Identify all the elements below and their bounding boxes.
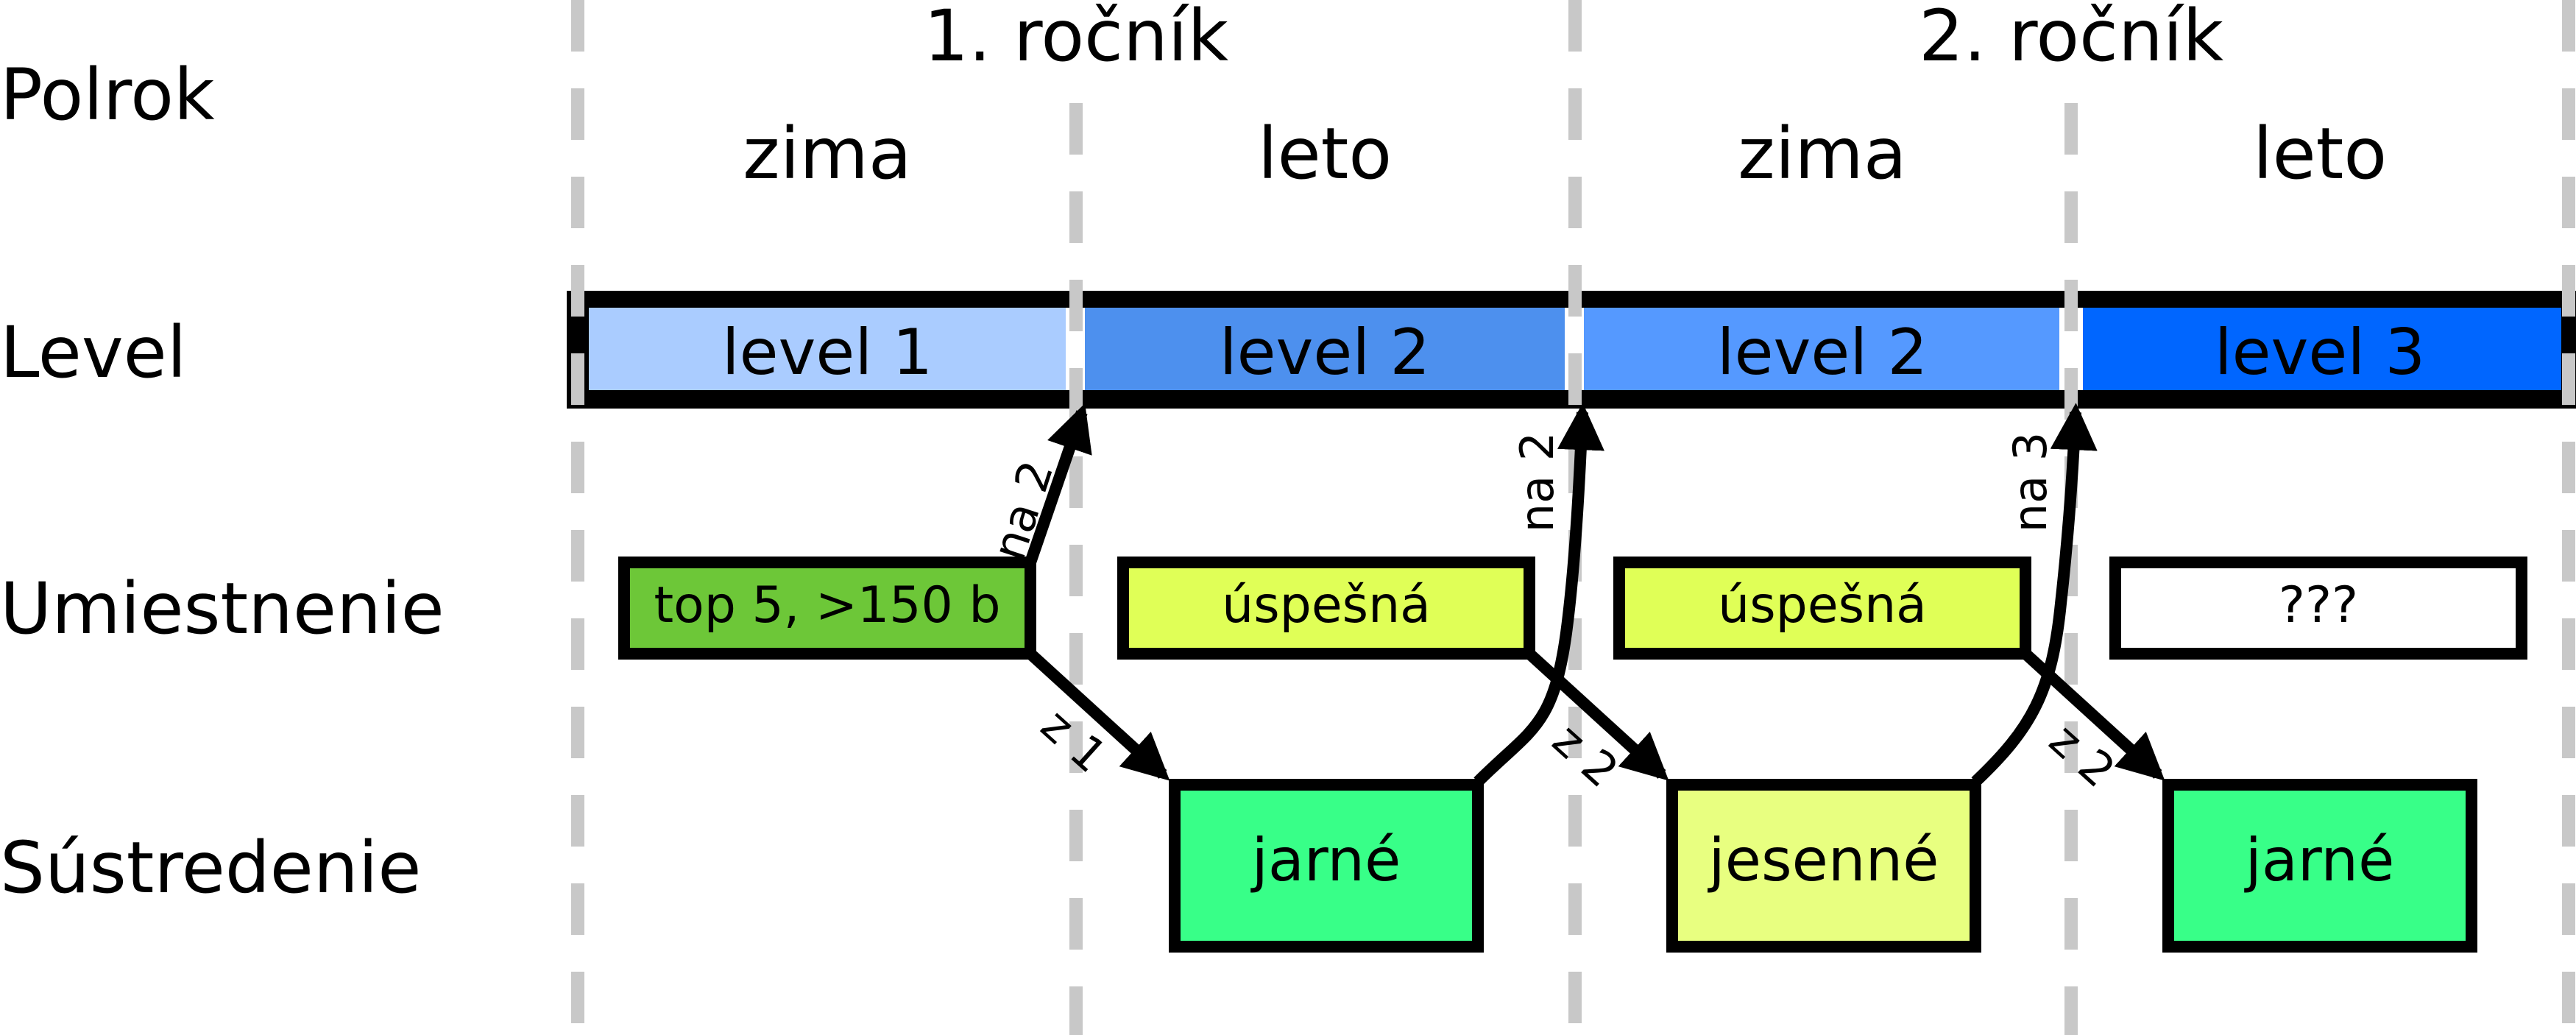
camp-label-1: jarné: [1250, 826, 1401, 894]
arrow-down-3: [2021, 649, 2165, 781]
camp-label-2: jesenné: [1708, 826, 1939, 894]
placement-box-2: [1117, 557, 1535, 660]
camp-box-3: [2162, 779, 2477, 953]
placement-label-1: top 5, >150 b: [654, 576, 1000, 635]
level-cell-3: [1584, 308, 2059, 390]
arrow-down-2: [1525, 649, 1669, 781]
placement-box-1: [618, 557, 1036, 660]
level-cell-1: [589, 308, 1066, 390]
placement-box-3: [1613, 557, 2031, 660]
level-label-2: level 2: [1220, 316, 1431, 389]
semester-label-3: zima: [1738, 113, 1906, 195]
year-label-2: 2. ročník: [1919, 0, 2224, 77]
semester-label-1: zima: [743, 113, 911, 195]
arrow-up-3: [1971, 403, 2098, 786]
arrow-down-1: [1026, 649, 1170, 781]
semester-label-2: leto: [1258, 113, 1392, 195]
row-label-semester: Polrok: [0, 54, 215, 136]
level-cell-2: [1085, 308, 1565, 390]
semester-label-4: leto: [2253, 113, 2387, 195]
arrow-up-label-2: na 2: [1510, 432, 1564, 532]
arrow-down-label-1: z 1: [1031, 698, 1117, 783]
camp-box-1: [1169, 779, 1484, 953]
arrow-up-label-3: na 3: [2003, 432, 2057, 532]
row-label-camp: Sústredenie: [0, 827, 421, 909]
row-label-placement: Umiestnenie: [0, 568, 445, 650]
level-label-3: level 2: [1717, 316, 1928, 389]
arrow-up-1: [1025, 403, 1092, 565]
level-label-4: level 3: [2215, 316, 2426, 389]
placement-label-4: ???: [2279, 576, 2358, 635]
level-label-1: level 1: [722, 316, 933, 389]
year-label-1: 1. ročník: [924, 0, 1229, 77]
camp-label-3: jarné: [2244, 826, 2395, 894]
placement-box-4: [2109, 557, 2527, 660]
camp-box-2: [1666, 779, 1981, 953]
arrow-up-2: [1473, 403, 1604, 786]
level-cell-4: [2083, 308, 2561, 390]
placement-label-2: úspešná: [1222, 576, 1431, 635]
placement-label-3: úspešná: [1718, 576, 1927, 635]
row-label-level: Level: [0, 311, 186, 394]
